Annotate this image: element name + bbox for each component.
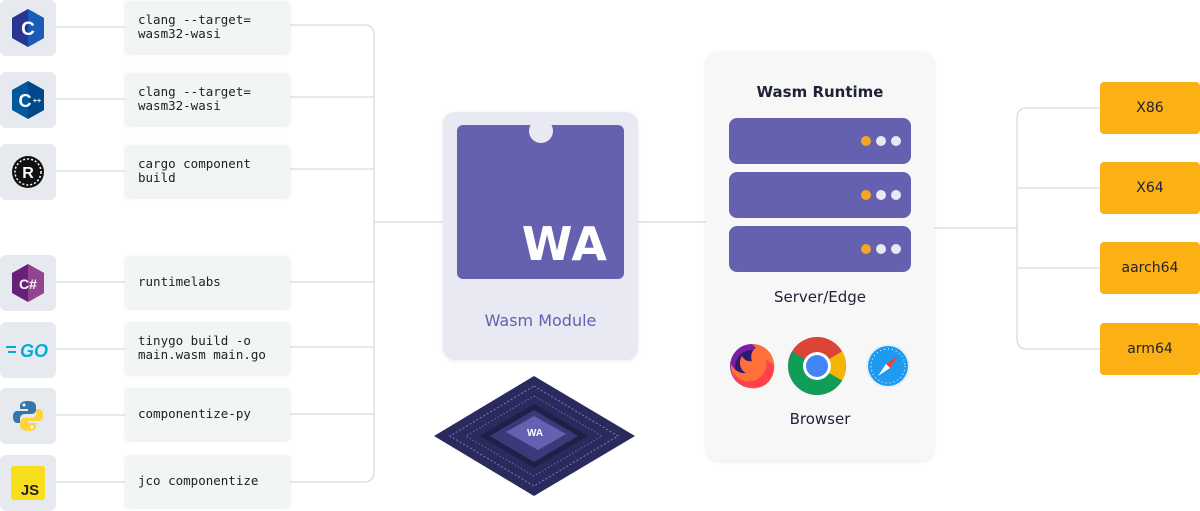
javascript-icon: JS xyxy=(0,455,56,511)
csharp-icon: C# xyxy=(0,255,56,311)
status-dot xyxy=(876,190,886,200)
go-icon: GO xyxy=(0,322,56,378)
status-dot xyxy=(891,244,901,254)
arch-label: X64 xyxy=(1136,180,1164,196)
cpp-icon: C ++ xyxy=(0,72,56,128)
runtime-title: Wasm Runtime xyxy=(756,83,884,101)
svg-text:C#: C# xyxy=(19,276,37,292)
command-text: clang --target= wasm32-wasi xyxy=(138,84,251,113)
wasm-module-label: Wasm Module xyxy=(484,311,597,330)
command-box-rust: cargo component build xyxy=(125,145,290,197)
status-dot xyxy=(861,244,871,254)
command-box-csharp: runtimelabs xyxy=(125,256,290,308)
command-text: runtimelabs xyxy=(138,274,221,289)
status-dot xyxy=(861,190,871,200)
chrome-icon xyxy=(788,337,846,395)
command-box-cpp: clang --target= wasm32-wasi xyxy=(125,73,290,125)
svg-text:GO: GO xyxy=(20,341,48,361)
server-bar xyxy=(729,226,911,272)
arch-box-x86: X86 xyxy=(1100,82,1200,134)
status-dot xyxy=(876,244,886,254)
svg-text:++: ++ xyxy=(33,98,41,105)
c-icon: C xyxy=(0,0,56,56)
command-text: tinygo build -o main.wasm main.go xyxy=(138,333,266,362)
arch-label: X86 xyxy=(1136,100,1164,116)
status-dot xyxy=(876,136,886,146)
command-box-python: componentize-py xyxy=(125,388,290,440)
arch-label: arm64 xyxy=(1127,341,1173,357)
firefox-icon xyxy=(730,344,775,389)
arch-box-aarch64: aarch64 xyxy=(1100,242,1200,294)
svg-text:C: C xyxy=(21,19,35,40)
wasm-logo: WA xyxy=(457,119,624,279)
browser-label: Browser xyxy=(789,410,851,428)
command-box-javascript: jco componentize xyxy=(125,455,290,507)
wasm-logo-notch xyxy=(529,119,553,143)
svg-text:JS: JS xyxy=(21,482,39,499)
command-text: jco componentize xyxy=(138,473,259,488)
command-text: cargo component build xyxy=(138,156,251,185)
chip-logo-text: WA xyxy=(527,428,543,439)
arch-box-arm64: arm64 xyxy=(1100,323,1200,375)
svg-text:R: R xyxy=(22,165,34,182)
status-dot xyxy=(891,190,901,200)
command-text: clang --target= wasm32-wasi xyxy=(138,12,251,41)
safari-icon xyxy=(866,344,910,388)
wasm-runtime-card: Wasm Runtime Server/Edge xyxy=(706,52,934,460)
server-edge-label: Server/Edge xyxy=(774,288,866,306)
chip-illustration: WA xyxy=(434,376,635,496)
arch-label: aarch64 xyxy=(1121,260,1179,276)
wasm-logo-text: WA xyxy=(521,217,608,271)
svg-text:C: C xyxy=(19,91,32,111)
status-dot xyxy=(891,136,901,146)
server-bar xyxy=(729,118,911,164)
arch-box-x64: X64 xyxy=(1100,162,1200,214)
command-box-go: tinygo build -o main.wasm main.go xyxy=(125,322,290,374)
command-box-c: clang --target= wasm32-wasi xyxy=(125,1,290,53)
python-icon xyxy=(0,388,56,444)
status-dot xyxy=(861,136,871,146)
server-bar xyxy=(729,172,911,218)
command-text: componentize-py xyxy=(138,406,251,421)
wasm-module-card: WA Wasm Module xyxy=(443,112,638,360)
rust-icon: R xyxy=(0,144,56,200)
